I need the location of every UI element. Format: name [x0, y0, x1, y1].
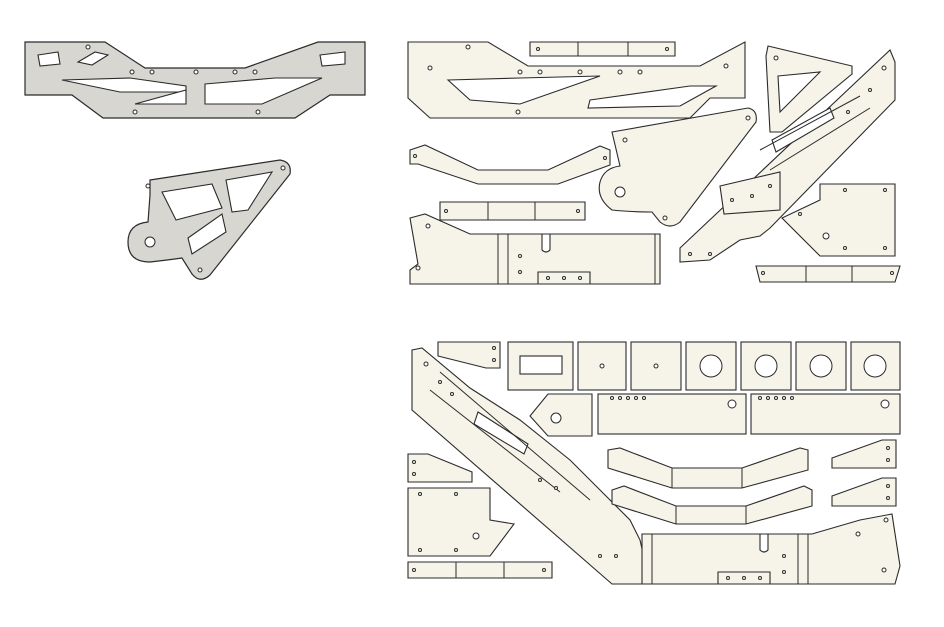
- nested-strip-bottom-left: [407, 561, 553, 579]
- nested-bent-rail: [409, 144, 611, 185]
- nested-chassis-plate-top: [407, 41, 746, 119]
- nested-gusset-plate: [781, 183, 896, 257]
- nested-hole-row-plates: [597, 393, 901, 435]
- nested-bent-rails-pair: [607, 447, 813, 525]
- nested-long-strip-top: [529, 41, 676, 57]
- nested-small-bracket-top-left: [437, 341, 501, 369]
- nested-hex-plate: [529, 393, 593, 437]
- nested-strip-mid-left: [439, 201, 586, 221]
- nested-strip-bottom-right: [755, 265, 901, 283]
- nested-diagonal-arm-bottom: [411, 347, 651, 585]
- nested-diagonal-arm-top: [679, 49, 896, 263]
- nested-main-spine-top: [409, 213, 661, 285]
- source-part-chassis-plate: [24, 41, 366, 119]
- nested-small-bracket-left: [407, 453, 473, 483]
- nested-small-brackets-right: [831, 439, 897, 507]
- nested-triangle-bracket: [765, 45, 853, 133]
- nested-main-spine-bottom: [641, 513, 901, 585]
- nested-cutout-square-row: [507, 341, 901, 391]
- nested-gusset-plate-left: [407, 487, 515, 557]
- source-part-arm-bracket: [127, 159, 291, 280]
- nested-arm-bracket: [598, 107, 757, 227]
